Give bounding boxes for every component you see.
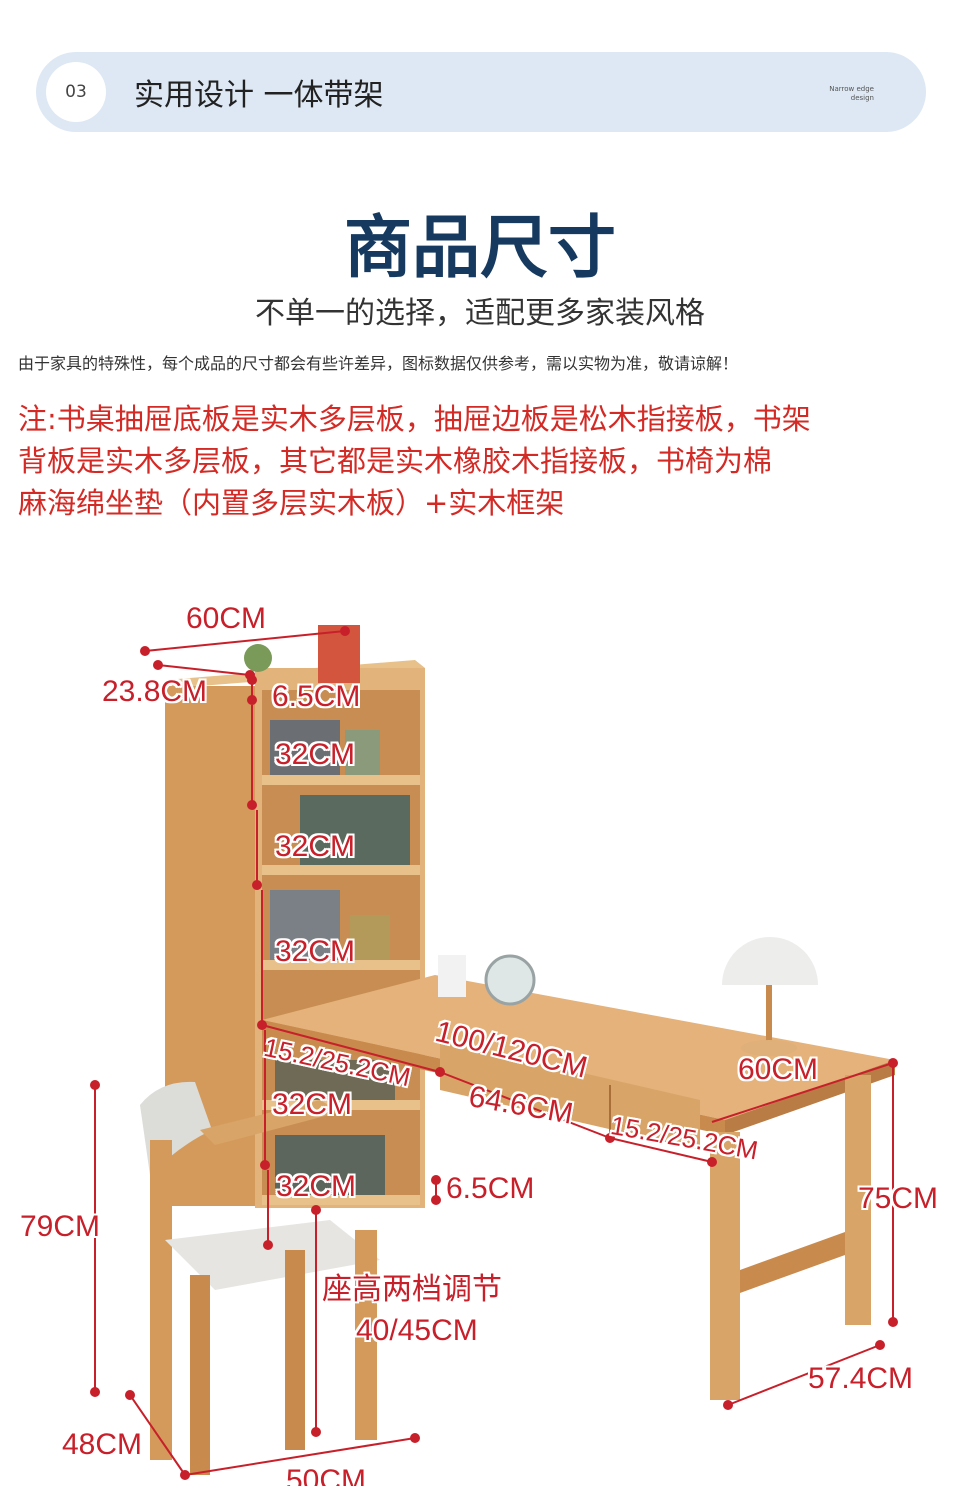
desk bbox=[262, 937, 895, 1400]
dim-shelf-3: 32CM bbox=[275, 935, 356, 968]
dim-chair-width: 50CM bbox=[286, 1464, 367, 1486]
material-note: 注:书桌抽屉底板是实木多层板，抽屉边板是松木指接板，书架 背板是实木多层板，其它… bbox=[18, 398, 938, 524]
dim-desk-leg-depth: 57.4CM bbox=[808, 1362, 914, 1395]
dimension-lines bbox=[90, 626, 898, 1480]
dim-shelf-1: 32CM bbox=[275, 738, 356, 771]
dim-bottom-gap: 6.5CM bbox=[446, 1172, 535, 1205]
section-subtitle-en: Narrow edge design bbox=[829, 85, 874, 102]
section-title: 实用设计 一体带架 bbox=[134, 78, 384, 113]
disclaimer-text: 由于家具的特殊性，每个成品的尺寸都会有些许差异，图标数据仅供参考，需以实物为准，… bbox=[18, 354, 739, 373]
dim-chair-depth: 48CM bbox=[62, 1428, 143, 1461]
dim-shelf-2: 32CM bbox=[275, 830, 356, 863]
page-title: 商品尺寸 bbox=[343, 209, 616, 288]
dim-shelf-width: 60CM bbox=[186, 602, 267, 635]
section-number: 03 bbox=[46, 62, 106, 122]
dim-shelf-depth: 23.8CM bbox=[102, 675, 208, 708]
dim-shelf-5: 32CM bbox=[276, 1170, 357, 1203]
page-subtitle: 不单一的选择，适配更多家装风格 bbox=[255, 296, 705, 331]
chair bbox=[140, 1081, 380, 1475]
dim-top-gap: 6.5CM bbox=[272, 680, 361, 713]
dim-seat-height: 40/45CM bbox=[356, 1314, 478, 1347]
furniture-illustration bbox=[90, 625, 898, 1480]
note-line: 麻海绵坐垫（内置多层实木板）+实木框架 bbox=[18, 486, 565, 520]
note-line: 注:书桌抽屉底板是实木多层板，抽屉边板是松木指接板，书架 bbox=[18, 402, 811, 436]
dim-desk-height: 75CM bbox=[858, 1182, 939, 1215]
dim-seat-label: 座高两档调节 bbox=[322, 1273, 502, 1306]
dim-shelf-4: 32CM bbox=[272, 1088, 353, 1121]
dim-desk-depth: 60CM bbox=[738, 1053, 819, 1086]
note-line: 背板是实木多层板，其它都是实木橡胶木指接板，书椅为棉 bbox=[18, 444, 773, 478]
dim-chair-height: 79CM bbox=[20, 1210, 101, 1243]
bookshelf bbox=[165, 625, 425, 1208]
dimension-diagram: 60CM 23.8CM 6.5CM 32CM 32CM 32CM 15.2/25… bbox=[0, 560, 960, 1486]
section-header: 03 实用设计 一体带架 Narrow edge design bbox=[36, 52, 926, 132]
